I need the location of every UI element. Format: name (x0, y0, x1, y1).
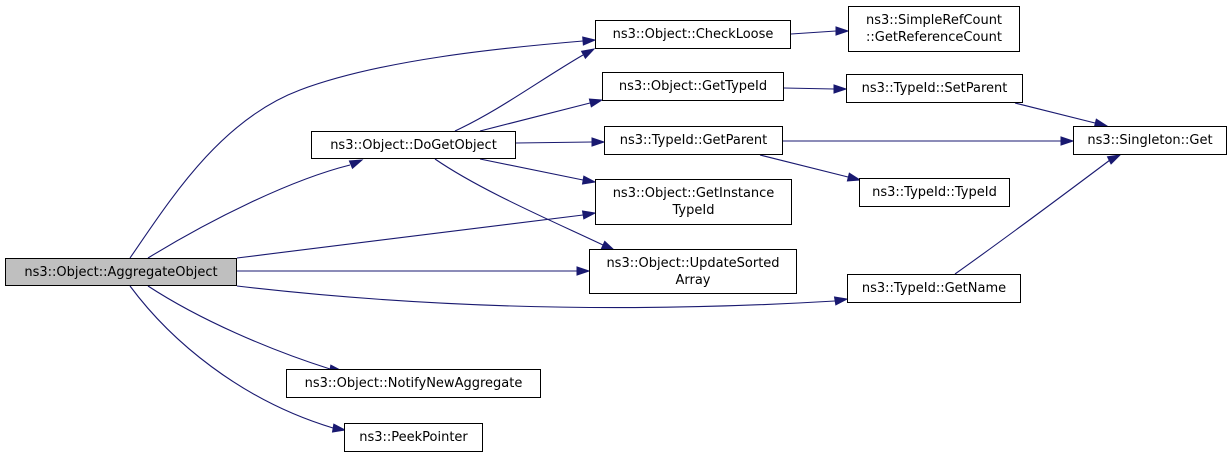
edge-getparent-typeidctor-arrowhead (846, 172, 862, 182)
node-get-name[interactable]: ns3::TypeId::GetName (847, 274, 1021, 303)
node-singleton-get[interactable]: ns3::Singleton::Get (1073, 126, 1227, 155)
edge-aggregate-peek (129, 285, 334, 429)
edge-dogetobject-gettypeid-arrowhead (588, 98, 604, 108)
edge-getparent-typeidctor (759, 154, 849, 178)
node-label: ns3::TypeId::GetName (861, 281, 1007, 296)
node-typeid-ctor[interactable]: ns3::TypeId::TypeId (859, 178, 1010, 207)
edge-aggregate-dogetobject-arrowhead (348, 159, 364, 170)
edge-aggregate-notify (147, 285, 331, 370)
node-label-line-1: ns3::Object::GetInstance (612, 186, 775, 201)
node-peek-pointer[interactable]: ns3::PeekPointer (344, 423, 483, 452)
edge-getname-singleton (954, 159, 1111, 275)
node-check-loose[interactable]: ns3::Object::CheckLoose (595, 20, 791, 49)
node-label: ns3::Object::CheckLoose (612, 27, 774, 42)
edge-setparent-singleton (1014, 102, 1096, 124)
node-label: ns3::TypeId::TypeId (872, 185, 997, 200)
edge-dogetobject-getparent-arrowhead (591, 137, 606, 147)
node-get-type-id[interactable]: ns3::Object::GetTypeId (602, 72, 784, 101)
node-label: ns3::TypeId::SetParent (861, 81, 1008, 96)
node-aggregate-object[interactable]: ns3::Object::AggregateObject (5, 258, 237, 286)
node-label-line-1: ns3::Object::UpdateSorted (606, 255, 780, 271)
edge-checkloose-simplerefcount (790, 30, 837, 35)
edge-dogetobject-gettypeid (479, 102, 591, 132)
edge-aggregate-checkloose (129, 40, 584, 259)
node-label: ns3::Object::NotifyNewAggregate (304, 376, 523, 391)
node-update-sorted-array[interactable]: ns3::Object::UpdateSorted Array (589, 249, 797, 294)
node-label: ns3::Object::GetTypeId (618, 79, 768, 94)
node-label: ns3::PeekPointer (359, 430, 468, 445)
edge-aggregate-getinstance (236, 214, 584, 259)
edge-aggregate-peek-arrowhead (331, 423, 347, 433)
node-label: ns3::Object::AggregateObject (24, 264, 218, 280)
edge-getparent-singleton-arrowhead (1060, 136, 1075, 146)
edge-aggregate-getinstance-arrowhead (581, 210, 597, 220)
node-set-parent[interactable]: ns3::TypeId::SetParent (846, 74, 1023, 103)
edge-dogetobject-checkloose (454, 54, 584, 132)
node-label: ns3::TypeId::GetParent (619, 133, 768, 148)
node-label-line-2: Array (675, 272, 711, 288)
edge-getname-singleton-arrowhead (1106, 154, 1122, 165)
edge-dogetobject-updatesorted (434, 158, 604, 246)
edge-aggregate-dogetobject (147, 164, 351, 259)
edge-dogetobject-getparent (515, 141, 593, 144)
node-do-get-object[interactable]: ns3::Object::DoGetObject (311, 131, 516, 159)
node-label: ns3::Object::DoGetObject (330, 137, 497, 153)
node-get-parent[interactable]: ns3::TypeId::GetParent (604, 126, 783, 155)
node-get-instance-typeid[interactable]: ns3::Object::GetInstance TypeId (595, 179, 792, 225)
node-notify-new-aggregate[interactable]: ns3::Object::NotifyNewAggregate (286, 369, 541, 398)
edge-aggregate-getname (236, 285, 836, 309)
edge-aggregate-checkloose-arrowhead (582, 36, 597, 46)
node-label: ns3::Singleton::Get (1087, 133, 1213, 148)
edge-checkloose-simplerefcount-arrowhead (835, 26, 850, 36)
edge-dogetobject-checkloose-arrowhead (580, 48, 596, 60)
node-label-line-2: ::GetReferenceCount (866, 30, 1002, 45)
node-label-line-1: ns3::SimpleRefCount (865, 13, 1003, 28)
edge-gettypeid-setparent-arrowhead (833, 84, 848, 94)
node-simple-ref-count[interactable]: ns3::SimpleRefCount ::GetReferenceCount (848, 6, 1020, 52)
edge-dogetobject-getinstance (479, 158, 584, 181)
edge-aggregate-updatesorted-arrowhead (576, 266, 591, 276)
edge-dogetobject-getinstance-arrowhead (581, 175, 597, 185)
edge-gettypeid-setparent (783, 87, 835, 90)
node-label-line-2: TypeId (672, 203, 715, 218)
edge-aggregate-getname-arrowhead (833, 296, 849, 306)
